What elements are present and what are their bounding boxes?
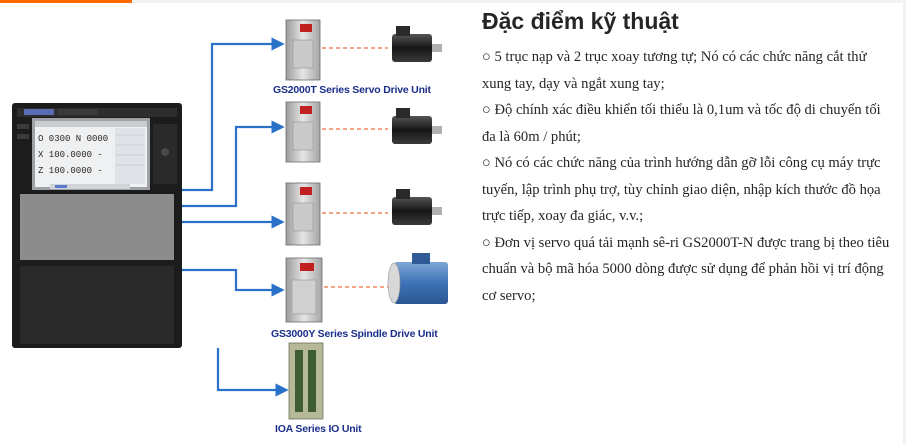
- spindle-drive: [285, 257, 323, 323]
- spec-item: ○ 5 trục nạp và 2 trục xoay tương tự; Nó…: [482, 49, 867, 92]
- caption-servo-drive: GS2000T Series Servo Drive Unit: [273, 84, 431, 96]
- io-unit: [288, 342, 324, 420]
- spec-item: ○ Đơn vị servo quá tải mạnh sê-ri GS2000…: [482, 234, 890, 304]
- servo-drive-3: [285, 182, 321, 246]
- system-diagram: O 0300 N 0000 X 100.0000 - Z 100.0000 - …: [12, 19, 448, 435]
- servo-drive-2: [285, 101, 321, 163]
- spec-item: ○ Độ chính xác điều khiển tối thiểu là 0…: [482, 102, 881, 145]
- connection-arrows: [182, 37, 289, 397]
- spec-heading: Đặc điểm kỹ thuật: [482, 8, 679, 34]
- spec-item: ○ Nó có các chức năng của trình hướng dẫ…: [482, 155, 881, 224]
- cnc-controller: [12, 103, 182, 348]
- servo-motor-1: [392, 26, 442, 62]
- screen-coord-o: O 0300 N 0000: [38, 134, 109, 144]
- top-bar: [0, 0, 906, 3]
- caption-spindle-drive: GS3000Y Series Spindle Drive Unit: [271, 328, 438, 340]
- screen-coord-x: X 100.0000 -: [38, 150, 103, 160]
- spec-list: ○ 5 trục nạp và 2 trục xoay tương tự; Nó…: [482, 44, 892, 309]
- screen-coord-z: Z 100.0000 -: [38, 166, 103, 176]
- top-bar-accent: [0, 0, 132, 3]
- right-frame: [903, 0, 906, 445]
- servo-motor-3: [392, 189, 442, 225]
- caption-io-unit: IOA Series IO Unit: [275, 423, 362, 435]
- servo-motor-2: [392, 108, 442, 144]
- dashed-links: [322, 47, 388, 288]
- servo-drive-1: [285, 19, 321, 81]
- diagram-graphics: [12, 19, 448, 420]
- spindle-motor: [387, 253, 448, 304]
- technical-specs: Đặc điểm kỹ thuật ○ 5 trục nạp và 2 trục…: [482, 6, 892, 309]
